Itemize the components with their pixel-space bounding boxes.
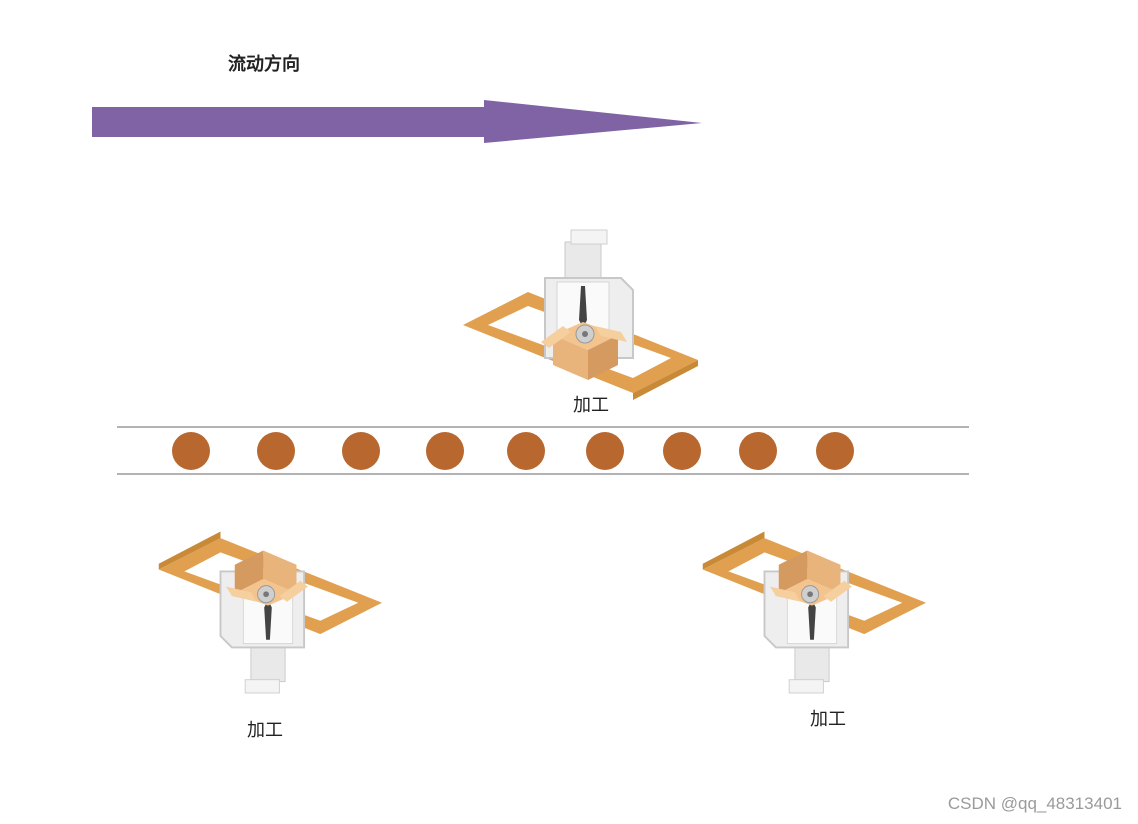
- conveyor-item: [426, 432, 464, 470]
- conveyor-item: [342, 432, 380, 470]
- conveyor-item: [816, 432, 854, 470]
- conveyor-item: [507, 432, 545, 470]
- conveyor-item: [172, 432, 210, 470]
- station-label-left: 加工: [247, 720, 283, 741]
- workstation-top: [462, 229, 699, 401]
- conveyor-item: [663, 432, 701, 470]
- workstation-left: [157, 530, 383, 694]
- conveyor-item: [586, 432, 624, 470]
- flow-arrow: [92, 100, 702, 143]
- flow-direction-label: 流动方向: [228, 54, 300, 75]
- conveyor-items: [172, 432, 854, 470]
- workstation-right: [701, 530, 927, 694]
- station-label-right: 加工: [810, 709, 846, 730]
- conveyor-item: [739, 432, 777, 470]
- conveyor-item: [257, 432, 295, 470]
- watermark: CSDN @qq_48313401: [947, 794, 1122, 813]
- station-label-top: 加工: [573, 395, 609, 416]
